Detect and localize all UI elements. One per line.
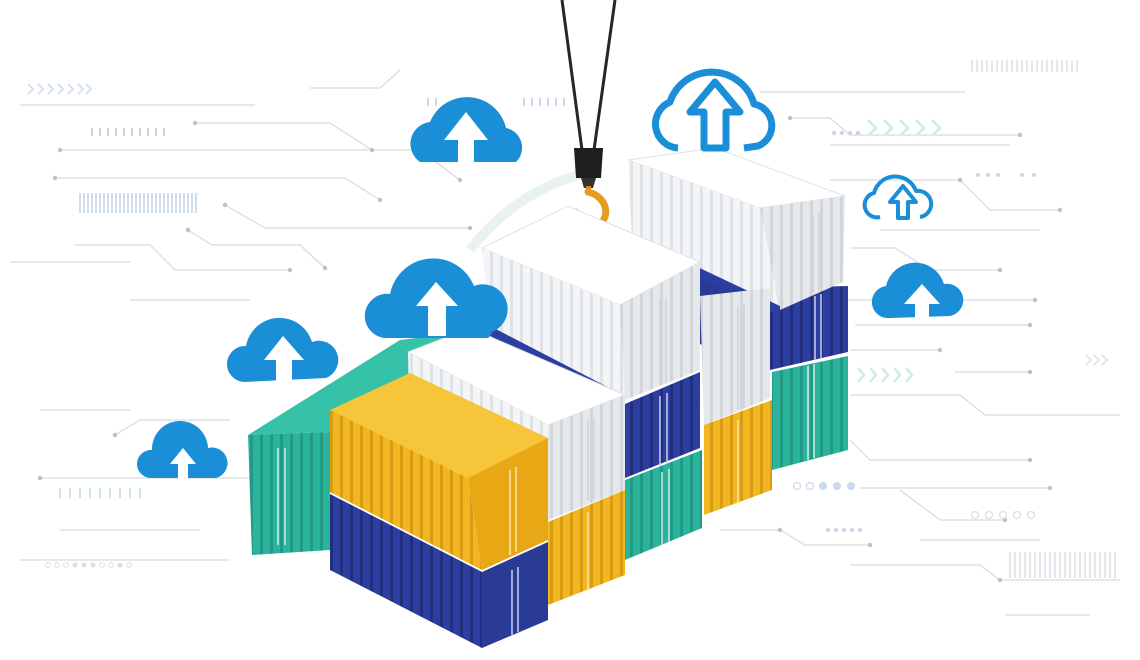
container-teal-back-right [772,356,848,470]
cloud-upload-arrow [444,112,488,162]
container-navy-front [330,494,548,648]
circuit-background [10,69,1120,616]
cloud-upload-icon-right [871,262,964,320]
cloud-upload-outline-icon [651,68,776,152]
container-teal-center [625,450,702,560]
container-yellow-mid-right [704,400,772,515]
container-yellow-front [330,373,548,570]
cloud-upload-outline-icon-small [862,174,934,220]
cloud-upload-icon-mid-left [364,258,508,338]
cloud-upload-icon-left [226,317,339,382]
circuit-nodes [37,115,1063,583]
crane-hook-icon [560,0,617,233]
container-white-mid-right [700,288,770,425]
decorative-marks [27,60,1116,578]
container-yellow-low-center [548,490,625,605]
cloud-upload-icon-small-left [136,420,228,480]
container-stack [248,147,848,648]
container-navy-center [625,372,700,478]
